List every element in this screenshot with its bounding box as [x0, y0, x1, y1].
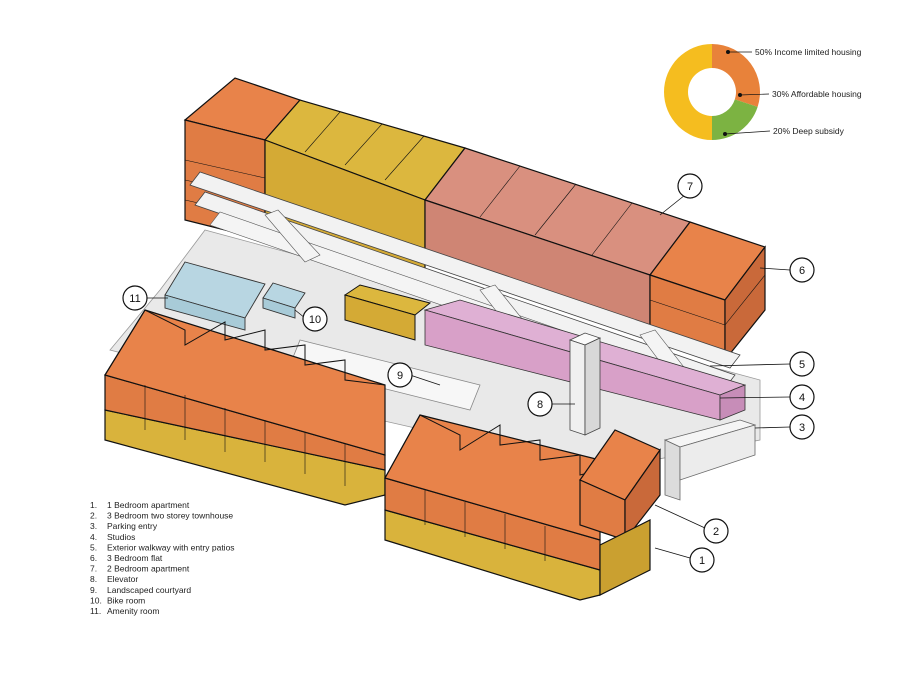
legend-number: 6. [90, 553, 97, 563]
legend-item-text: Bike room [107, 595, 145, 605]
legend-item-text: Elevator [107, 574, 138, 584]
legend-number: 10. [90, 595, 102, 605]
legend-item-text: 3 Bedroom flat [107, 553, 163, 563]
svg-text:5: 5 [799, 359, 805, 371]
unit-legend: 1. 1 Bedroom apartment 2. 3 Bedroom two sto… [90, 500, 235, 616]
legend-number: 11. [90, 606, 101, 616]
legend-item-text: 3 Bedroom two storey townhouse [107, 511, 233, 521]
legend-number: 2. [90, 511, 97, 521]
donut-label: 50% Income limited housing [755, 47, 862, 57]
svg-text:4: 4 [799, 392, 805, 404]
rear-right-orange-side [724, 245, 766, 362]
callout-4: 4 [789, 384, 815, 410]
callout-9: 9 [387, 362, 413, 388]
svg-text:7: 7 [687, 181, 693, 193]
legend-item-text: Studios [107, 532, 135, 542]
callout-7: 7 [677, 173, 703, 199]
bike-room [262, 282, 306, 319]
donut-labels: 50% Income limited housing 30% Affordable… [723, 47, 862, 136]
svg-text:9: 9 [397, 370, 403, 382]
callout-2: 2 [703, 518, 729, 544]
legend-number: 1. [90, 500, 97, 510]
donut-slice [664, 44, 712, 140]
housing-mix-donut [664, 44, 760, 140]
svg-text:1: 1 [699, 555, 705, 567]
left-townhouses [104, 309, 386, 506]
legend-item-text: 2 Bedroom apartment [107, 564, 190, 574]
callout-8: 8 [527, 391, 553, 417]
middle-yellow-block [343, 284, 432, 341]
callout-10: 10 [302, 306, 328, 332]
svg-text:11: 11 [129, 293, 140, 305]
legend-item-text: Exterior walkway with entry patios [107, 542, 235, 552]
legend-item-text: 1 Bedroom apartment [107, 500, 190, 510]
legend-number: 9. [90, 585, 97, 595]
amenity-room [164, 261, 266, 331]
donut-leader-line [724, 130, 771, 135]
svg-text:8: 8 [537, 399, 543, 411]
legend-number: 4. [90, 532, 97, 542]
svg-text:3: 3 [799, 422, 805, 434]
legend-item-text: Parking entry [107, 521, 158, 531]
legend-number: 5. [90, 542, 97, 552]
donut-slice [712, 99, 758, 140]
legend-number: 3. [90, 521, 97, 531]
legend-item-text: Amenity room [107, 606, 159, 616]
elevator-core [568, 332, 602, 436]
donut-slice [712, 44, 760, 107]
callout-leaders [147, 194, 791, 559]
front-townhouses [384, 414, 661, 601]
callout-3: 3 [789, 414, 815, 440]
callout-6: 6 [789, 257, 815, 283]
callout-5: 5 [789, 351, 815, 377]
legend-number: 7. [90, 564, 97, 574]
svg-text:10: 10 [309, 314, 321, 326]
callout-11: 11 [122, 285, 148, 311]
legend-number: 8. [90, 574, 97, 584]
donut-label: 30% Affordable housing [772, 89, 862, 99]
donut-leader-line [739, 93, 770, 96]
rear-slab-building [183, 77, 766, 362]
callout-1: 1 [689, 547, 715, 573]
svg-text:2: 2 [713, 526, 719, 538]
parking-entry [663, 419, 757, 501]
donut-label: 20% Deep subsidy [773, 126, 845, 136]
svg-text:6: 6 [799, 265, 805, 277]
legend-item-text: Landscaped courtyard [107, 585, 191, 595]
